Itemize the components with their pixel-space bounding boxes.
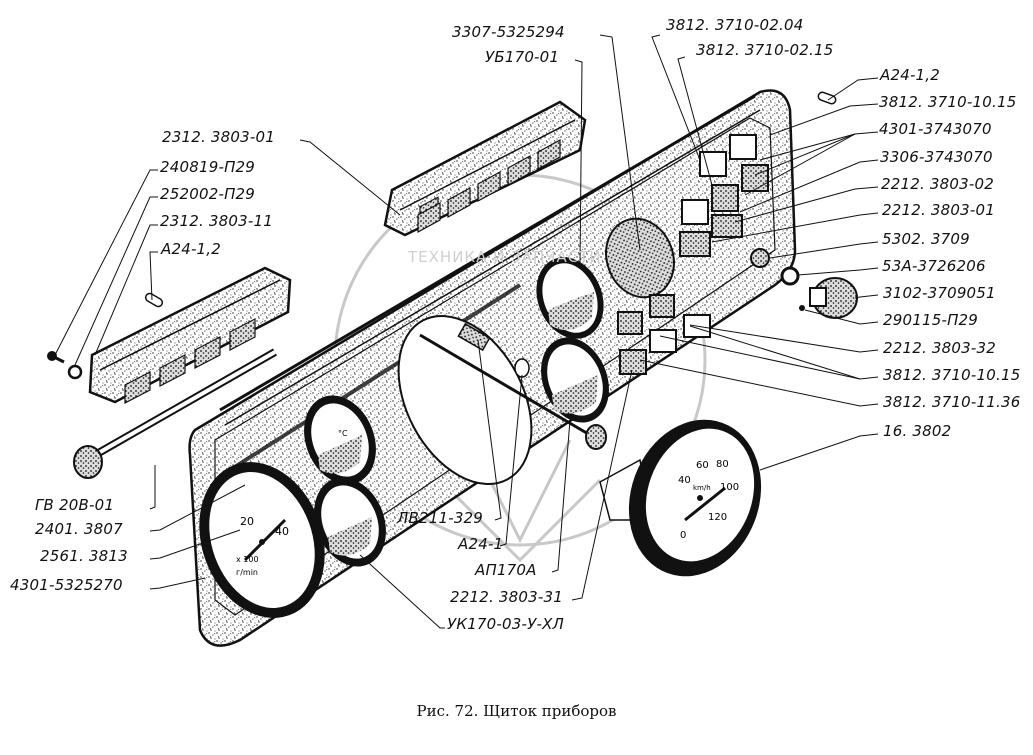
tacho-tick-20: 20 bbox=[240, 515, 254, 528]
tachometer: 20 40 x 100 г/min bbox=[199, 462, 325, 618]
label-lamp-block-32: 2212. 3803-32 bbox=[883, 339, 996, 357]
label-panel-body: 4301-5325270 bbox=[10, 576, 123, 594]
label-tachometer: 2561. 3813 bbox=[40, 547, 128, 565]
label-speedo-cable: ГВ 20В-01 bbox=[35, 496, 115, 514]
tacho-multiplier: x 100 bbox=[236, 555, 259, 564]
speedometer-cable bbox=[73, 333, 607, 479]
figure-caption: Рис. 72. Щиток приборов bbox=[416, 702, 617, 720]
label-oil-pressure-gauge: УК170-03-У-ХЛ bbox=[447, 615, 565, 633]
label-indicator-block-11: 2312. 3803-11 bbox=[160, 212, 273, 230]
ignition-switch bbox=[750, 248, 770, 268]
indicator-block-lower bbox=[88, 266, 292, 404]
label-washer-252002: 252002-П29 bbox=[160, 185, 256, 203]
lamp-a24-1 bbox=[514, 358, 530, 378]
fuel-gauge bbox=[536, 257, 604, 339]
label-lamp-a24-left: А24-1,2 bbox=[161, 240, 222, 258]
tacho-tick-40: 40 bbox=[275, 525, 289, 538]
label-lamp-block-02: 2212. 3803-02 bbox=[881, 175, 994, 193]
label-screw-240819: 240819-П29 bbox=[160, 158, 256, 176]
label-knob-3102: 3102-3709051 bbox=[883, 284, 996, 302]
label-fuel-gauge: УБ170-01 bbox=[485, 48, 560, 66]
oil-pressure-gauge bbox=[314, 477, 386, 567]
label-cover-glass: 3307-5325294 bbox=[452, 23, 565, 41]
label-plug-3306: 3306-3743070 bbox=[880, 148, 993, 166]
label-indicator-block-01: 2312. 3803-01 bbox=[162, 128, 275, 146]
speedo-tick-0: 0 bbox=[680, 530, 686, 541]
label-relay-53a: 53А-3726206 bbox=[882, 257, 986, 275]
label-lamp-block-31: 2212. 3803-31 bbox=[450, 588, 563, 606]
speedometer: 40 60 80 100 120 0 km/h bbox=[599, 419, 762, 577]
speedo-unit: km/h bbox=[693, 484, 711, 492]
label-lamp-a24-1: А24-1 bbox=[458, 535, 504, 553]
speedo-tick-80: 80 bbox=[716, 459, 729, 470]
label-lamp-a24-right: А24-1,2 bbox=[880, 66, 941, 84]
speedo-tick-120: 120 bbox=[708, 512, 727, 523]
label-switch-10-15-bottom: 3812. 3710-10.15 bbox=[883, 366, 1021, 384]
tacho-unit: г/min bbox=[236, 568, 258, 577]
speedo-tick-40: 40 bbox=[678, 475, 691, 486]
label-switch-02-15: 3812. 3710-02.15 bbox=[696, 41, 834, 59]
screw-240819 bbox=[47, 351, 65, 364]
label-speedometer: 16. 3802 bbox=[883, 422, 952, 440]
speedo-tick-100: 100 bbox=[720, 482, 739, 493]
label-socket-lv211: ЛВ211-329 bbox=[397, 509, 484, 527]
lamp-a24-right bbox=[817, 91, 837, 105]
temperature-gauge: °C bbox=[304, 395, 376, 485]
label-plug-4301: 4301-3743070 bbox=[879, 120, 992, 138]
label-switch-10-15-top: 3812. 3710-10.15 bbox=[879, 93, 1017, 111]
knob bbox=[799, 277, 858, 319]
washer-252002 bbox=[67, 364, 83, 380]
relay bbox=[780, 266, 800, 286]
label-oil-temp-gauge: АП170А bbox=[475, 561, 537, 579]
label-switch-11-36: 3812. 3710-11.36 bbox=[883, 393, 1021, 411]
watermark-text: ТЕХНИКА И ЗАПЧАСТИ bbox=[408, 248, 602, 266]
label-lamp-block-01: 2212. 3803-01 bbox=[882, 201, 995, 219]
label-voltmeter: 2401. 3807 bbox=[35, 520, 123, 538]
indicator-block-upper bbox=[383, 100, 587, 237]
label-switch-02-04: 3812. 3710-02.04 bbox=[666, 16, 804, 34]
leader-lines bbox=[54, 34, 879, 629]
socket-lv211 bbox=[457, 322, 491, 352]
speedo-tick-60: 60 bbox=[696, 460, 709, 471]
oil-temp-gauge bbox=[541, 337, 609, 423]
switch-cluster-bottom bbox=[617, 294, 711, 375]
lamp-a24-left bbox=[144, 292, 164, 308]
label-screw-290115: 290115-П29 bbox=[883, 311, 979, 329]
label-ignition-switch: 5302. 3709 bbox=[882, 230, 970, 248]
temp-unit: °C bbox=[338, 429, 348, 438]
